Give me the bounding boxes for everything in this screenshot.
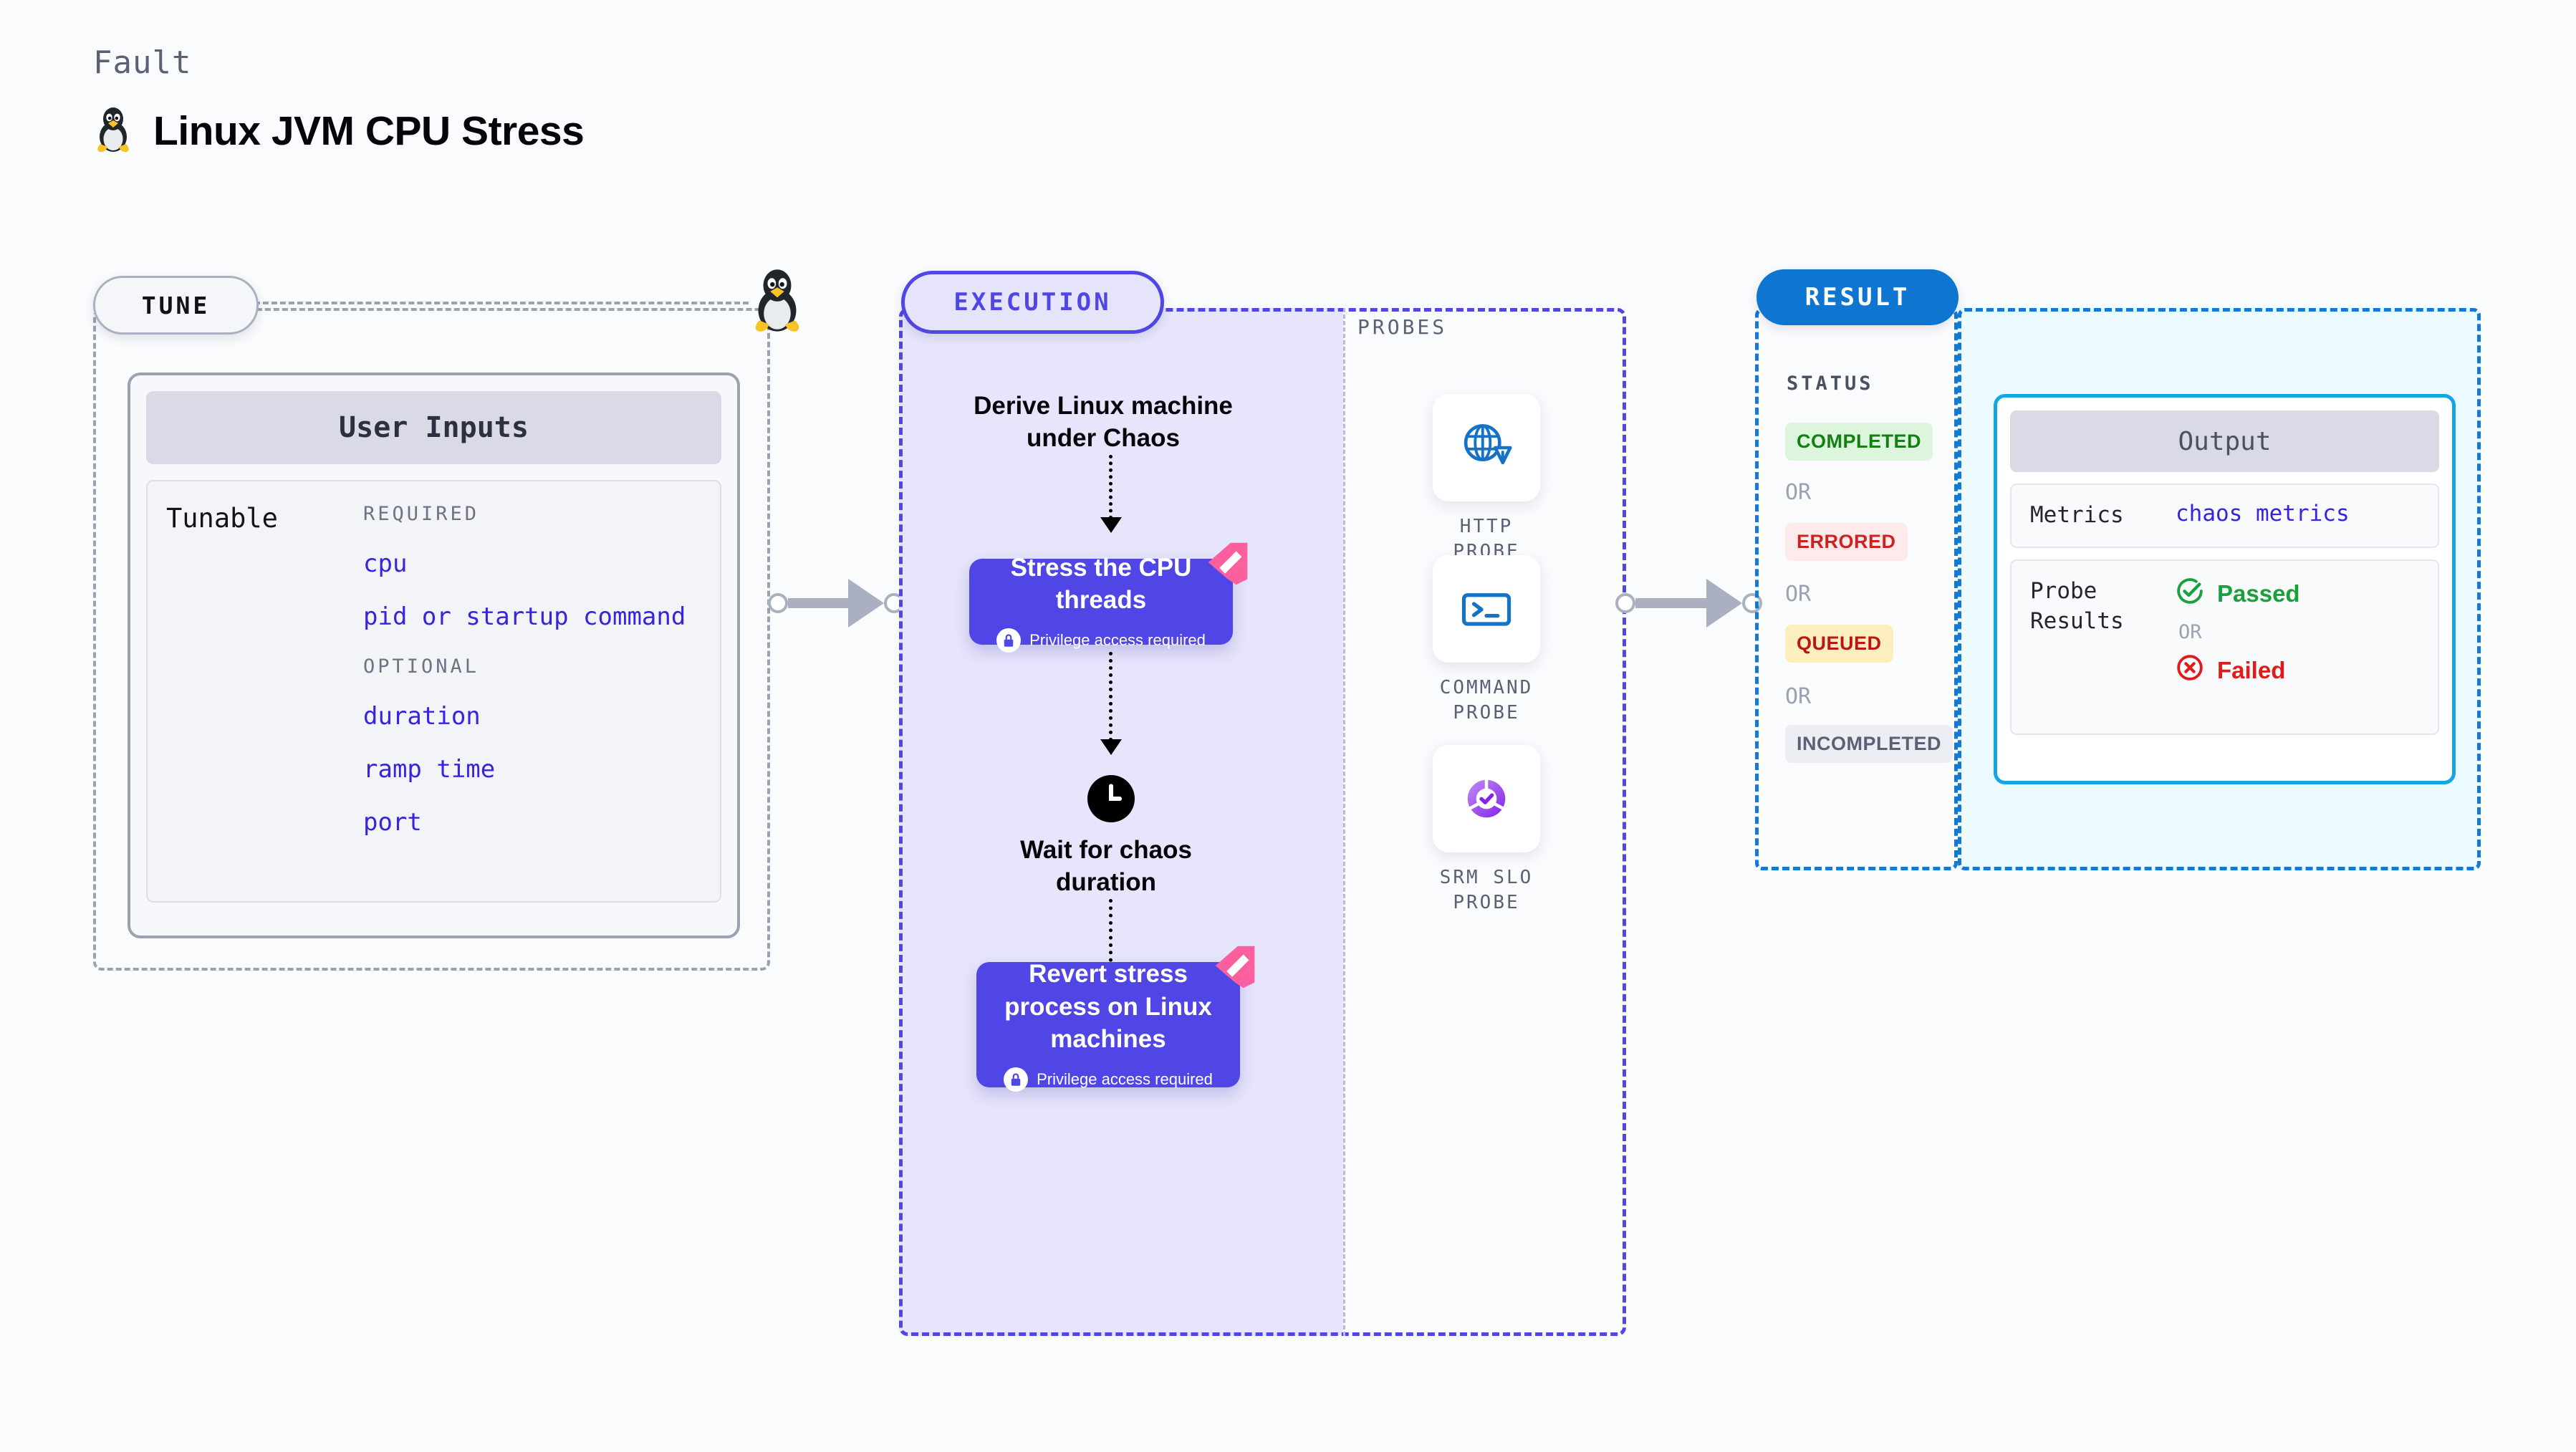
execution-panel bbox=[899, 308, 1626, 1336]
connector-bar bbox=[788, 598, 848, 608]
tune-panel bbox=[93, 308, 770, 971]
connector-bar bbox=[1635, 598, 1706, 608]
flow-connector bbox=[1109, 455, 1112, 519]
tune-top-dash bbox=[254, 302, 749, 304]
execution-badge: EXECUTION bbox=[901, 271, 1164, 334]
action-node-revert-stress[interactable]: Revert stress process on Linux machines … bbox=[976, 946, 1255, 1092]
probe-result-failed: Failed bbox=[2176, 653, 2300, 688]
probes-divider bbox=[1343, 308, 1345, 1336]
probe-command[interactable]: COMMAND PROBE bbox=[1433, 555, 1540, 726]
terminal-icon bbox=[1433, 555, 1540, 663]
privilege-note-label: Privilege access required bbox=[1037, 1069, 1213, 1088]
tune-badge: TUNE bbox=[93, 276, 259, 335]
tunable-box: Tunable REQUIRED cpu pid or startup comm… bbox=[146, 480, 721, 903]
lock-icon bbox=[996, 628, 1022, 653]
probe-srm-slo[interactable]: SRM SLO PROBE bbox=[1433, 745, 1540, 915]
clock-icon bbox=[1087, 775, 1135, 822]
or-label: OR bbox=[2178, 620, 2202, 643]
output-title: Output bbox=[2010, 410, 2439, 472]
globe-warning-icon bbox=[1433, 394, 1540, 501]
metrics-key: Metrics bbox=[2030, 502, 2124, 528]
execution-fill bbox=[899, 308, 1343, 1336]
user-inputs-title: User Inputs bbox=[146, 391, 721, 464]
probe-results-key: Probe Results bbox=[2030, 577, 2124, 634]
page-header: Fault Linux JVM CPU Stress bbox=[93, 44, 585, 156]
lock-icon bbox=[1004, 1067, 1029, 1092]
slo-donut-check-icon bbox=[1433, 745, 1540, 852]
litmus-ribbon-icon bbox=[1200, 537, 1256, 593]
page-title: Linux JVM CPU Stress bbox=[153, 107, 585, 154]
privilege-note: Privilege access required bbox=[1004, 1067, 1213, 1092]
privilege-note-label: Privilege access required bbox=[1029, 630, 1206, 649]
group-title-optional: OPTIONAL bbox=[363, 655, 480, 678]
probes-label: PROBES bbox=[1357, 315, 1448, 339]
tunable-item[interactable]: duration bbox=[363, 702, 481, 731]
or-label: OR bbox=[1785, 480, 1812, 505]
or-label: OR bbox=[1785, 684, 1812, 709]
output-card: Output Metrics chaos metrics Probe Resul… bbox=[1994, 394, 2456, 784]
action-node-stress-cpu[interactable]: Stress the CPU threads Privilege access … bbox=[969, 542, 1248, 653]
probe-http[interactable]: HTTP PROBE bbox=[1433, 394, 1540, 564]
status-badge-errored: ERRORED bbox=[1785, 523, 1908, 561]
probe-result-passed: Passed bbox=[2176, 577, 2300, 611]
x-circle-icon bbox=[2176, 653, 2204, 688]
connector-arrow-icon bbox=[848, 579, 884, 628]
connector-dot bbox=[1742, 593, 1762, 613]
output-row-probe-results: Probe Results Passed OR bbox=[2010, 559, 2439, 735]
tux-penguin-icon bbox=[93, 105, 133, 156]
flow-node-derive: Derive Linux machine under Chaos bbox=[974, 392, 1233, 452]
status-badge-completed: COMPLETED bbox=[1785, 423, 1933, 461]
connector-tune-execution bbox=[768, 579, 904, 628]
tunable-label: Tunable bbox=[166, 503, 278, 534]
tux-penguin-icon-border bbox=[749, 265, 805, 334]
flow-node-wait: Wait for chaos duration bbox=[1020, 836, 1192, 896]
connector-arrow-icon bbox=[1706, 579, 1742, 628]
fault-kicker: Fault bbox=[93, 44, 192, 81]
or-label: OR bbox=[1785, 582, 1812, 607]
connector-dot bbox=[768, 593, 788, 613]
tunable-item[interactable]: ramp time bbox=[363, 755, 496, 784]
tunable-item[interactable]: pid or startup command bbox=[363, 602, 686, 631]
passed-label: Passed bbox=[2217, 580, 2300, 607]
probe-label: COMMAND PROBE bbox=[1439, 677, 1534, 724]
flow-connector bbox=[1109, 652, 1112, 741]
tunable-item[interactable]: port bbox=[363, 808, 422, 837]
status-badge-incompleted: INCOMPLETED bbox=[1785, 725, 1953, 763]
user-inputs-card: User Inputs Tunable REQUIRED cpu pid or … bbox=[128, 372, 740, 938]
status-label: STATUS bbox=[1787, 372, 1874, 395]
tunable-list: REQUIRED cpu pid or startup command OPTI… bbox=[363, 503, 701, 880]
status-badge-queued: QUEUED bbox=[1785, 625, 1893, 663]
flow-arrow-icon bbox=[1100, 517, 1122, 533]
privilege-note: Privilege access required bbox=[996, 628, 1206, 653]
flow-arrow-icon bbox=[1100, 739, 1122, 755]
flow-connector bbox=[1109, 899, 1112, 969]
action-node-label: Stress the CPU threads bbox=[1010, 553, 1192, 615]
result-badge: RESULT bbox=[1756, 269, 1959, 325]
probe-results-values: Passed OR Failed bbox=[2176, 577, 2300, 718]
litmus-ribbon-icon bbox=[1207, 941, 1263, 996]
failed-label: Failed bbox=[2217, 656, 2286, 683]
connector-dot bbox=[1615, 593, 1635, 613]
tunable-item[interactable]: cpu bbox=[363, 549, 408, 578]
output-row-metrics: Metrics chaos metrics bbox=[2010, 484, 2439, 548]
probe-label: SRM SLO PROBE bbox=[1439, 867, 1534, 914]
check-circle-icon bbox=[2176, 577, 2204, 611]
group-title-required: REQUIRED bbox=[363, 503, 480, 525]
metrics-value[interactable]: chaos metrics bbox=[2176, 501, 2350, 527]
action-node-label: Revert stress process on Linux machines bbox=[1004, 960, 1212, 1054]
connector-execution-result bbox=[1615, 579, 1762, 628]
